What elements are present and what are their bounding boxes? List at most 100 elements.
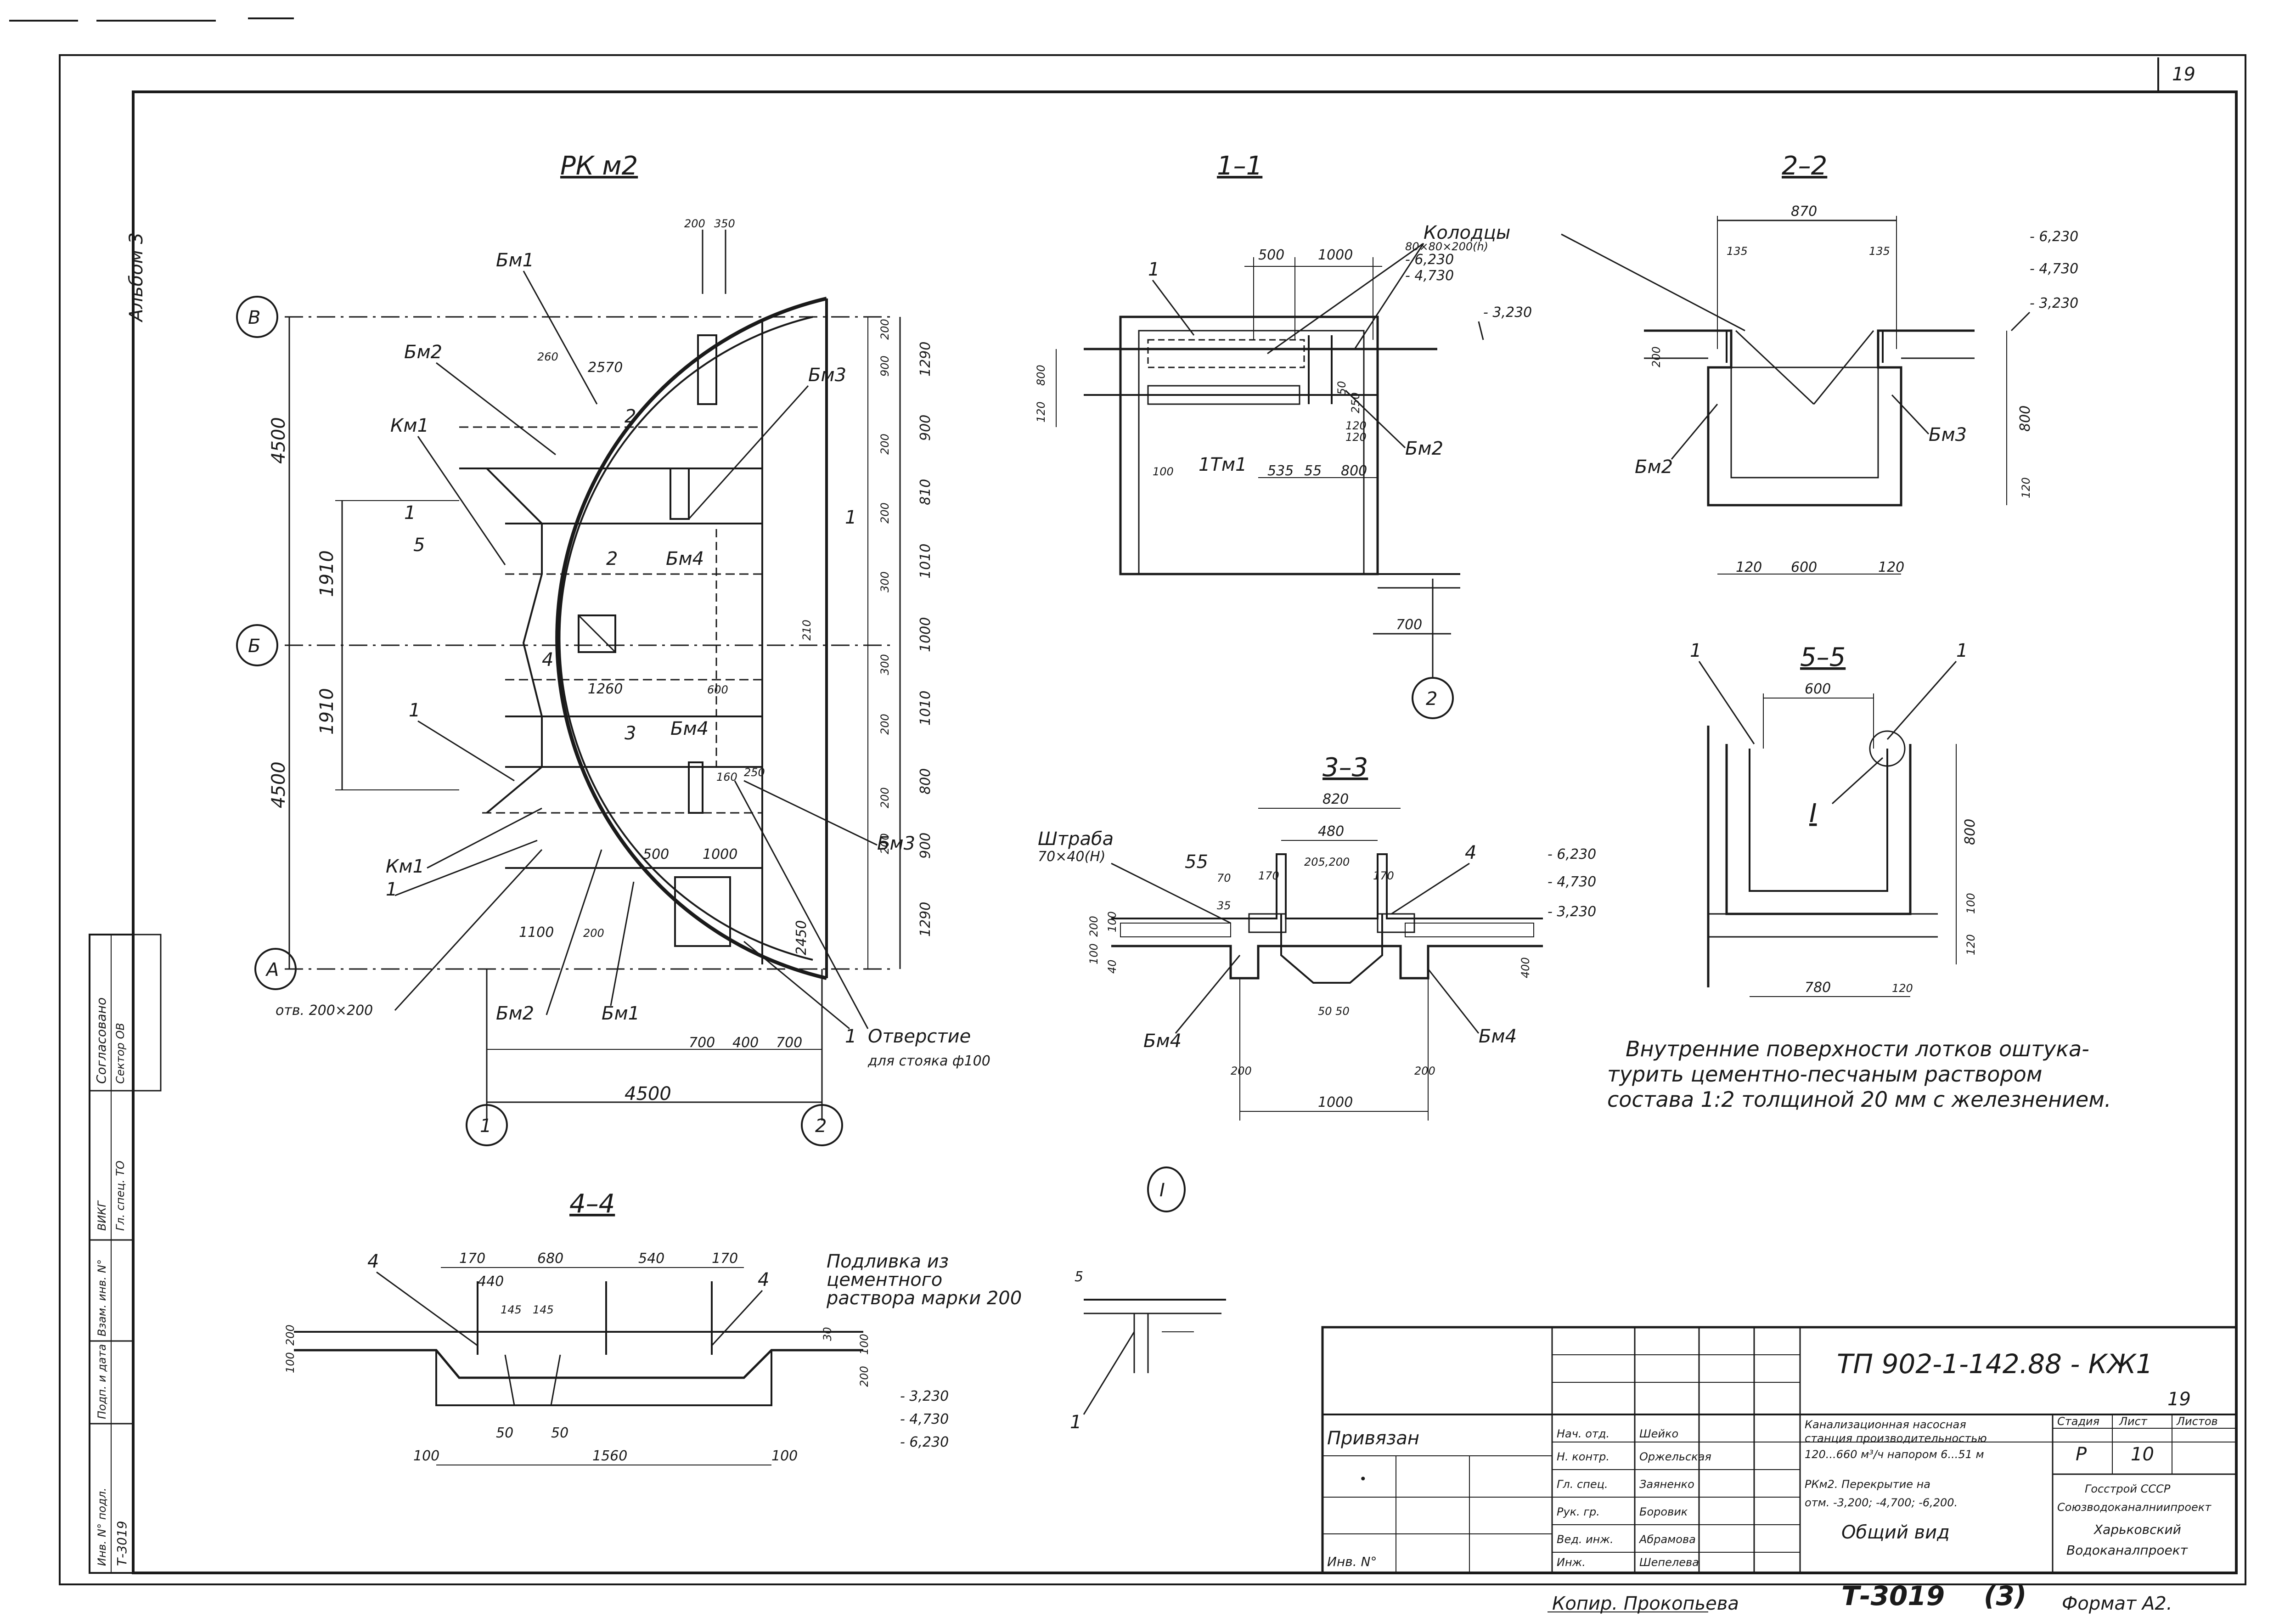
svg-text:- 3,230: - 3,230	[900, 1388, 949, 1404]
svg-text:300: 300	[878, 654, 891, 675]
section-5-5: 5–5 600 I 1 1 800 120 100 780 120	[1690, 640, 1978, 997]
label-opening-stand-2: для стояка ф100	[867, 1053, 990, 1069]
svg-text:350: 350	[714, 217, 735, 230]
svg-text:Сектор ОВ: Сектор ОВ	[114, 1023, 127, 1084]
svg-text:Н. контр.: Н. контр.	[1557, 1450, 1609, 1463]
svg-text:Т-3019: Т-3019	[114, 1521, 129, 1566]
svg-text:200: 200	[878, 833, 891, 854]
svg-text:100: 100	[413, 1448, 439, 1464]
sec33-label-bm4-left: Бм4	[1143, 1031, 1182, 1052]
svg-text:200: 200	[1087, 916, 1100, 937]
svg-text:400: 400	[1519, 957, 1532, 978]
sec33-title: 3–3	[1322, 753, 1368, 783]
svg-text:3: 3	[625, 723, 636, 744]
section-3-3: 3–3 820 480 205,200 170 170 50 50 55 70 …	[1038, 753, 1596, 1121]
svg-text:680: 680	[537, 1251, 563, 1267]
svg-text:55: 55	[1304, 463, 1322, 479]
footer-format: Формат А2.	[2062, 1593, 2172, 1614]
svg-text:- 4,730: - 4,730	[1405, 268, 1454, 284]
svg-text:200: 200	[878, 434, 891, 455]
svg-text:1000: 1000	[703, 846, 737, 862]
svg-text:40: 40	[1106, 959, 1119, 974]
svg-text:160: 160	[716, 771, 737, 783]
svg-text:5: 5	[1075, 1269, 1083, 1285]
svg-text:700: 700	[689, 1035, 715, 1051]
sec55-detail-mark: I	[1809, 799, 1817, 828]
sec11-label-bm2: Бм2	[1405, 438, 1443, 459]
svg-text:780: 780	[1805, 980, 1831, 996]
svg-text:Р: Р	[2076, 1444, 2087, 1465]
svg-text:800: 800	[1962, 819, 1978, 845]
svg-text:600: 600	[1791, 559, 1817, 575]
footer-doc-suffix: (3)	[1984, 1580, 2026, 1611]
svg-text:1: 1	[409, 700, 420, 721]
svg-text:120: 120	[1736, 559, 1762, 575]
label-opening: отв. 200×200	[276, 1003, 373, 1019]
label-bm2-top: Бм2	[404, 342, 442, 363]
svg-text:145: 145	[533, 1303, 554, 1316]
svg-text:1: 1	[1956, 640, 1968, 661]
section-4-4: 4–4 170 680 540 170 440 145 145 50 50 10…	[284, 1189, 1022, 1465]
svg-text:135: 135	[1727, 245, 1748, 258]
svg-text:120: 120	[1345, 419, 1367, 432]
svg-text:Рук. гр.: Рук. гр.	[1557, 1505, 1600, 1518]
svg-text:145: 145	[501, 1303, 522, 1316]
svg-text:Союзводоканалниипроект: Союзводоканалниипроект	[2057, 1501, 2212, 1514]
svg-text:170: 170	[459, 1251, 485, 1267]
svg-text:100: 100	[858, 1334, 871, 1355]
svg-text:800: 800	[1035, 365, 1047, 386]
svg-text:810: 810	[917, 479, 934, 505]
svg-text:200: 200	[878, 787, 891, 808]
svg-text:500: 500	[1258, 247, 1284, 263]
svg-text:800: 800	[917, 768, 934, 794]
svg-text:120: 120	[1345, 431, 1367, 444]
svg-text:Шейко: Шейко	[1639, 1427, 1678, 1440]
note-line-1: Внутренние поверхности лотков оштука-	[1626, 1037, 2089, 1061]
svg-text:1000: 1000	[1318, 247, 1353, 263]
svg-text:2570: 2570	[588, 360, 623, 376]
svg-text:120: 120	[1878, 559, 1904, 575]
axis-2: 2	[815, 1116, 827, 1137]
svg-text:- 6,230: - 6,230	[900, 1434, 949, 1450]
note-line-3: состава 1:2 толщиной 20 мм с железнением…	[1607, 1087, 2111, 1112]
svg-text:1: 1	[1070, 1412, 1081, 1433]
svg-text:900: 900	[878, 355, 891, 377]
sec22-title: 2–2	[1782, 151, 1827, 181]
svg-text:Оржельская: Оржельская	[1639, 1450, 1711, 1463]
album-label: Альбом 3	[126, 232, 147, 323]
svg-text:100: 100	[1153, 465, 1174, 478]
svg-text:Листов: Листов	[2176, 1415, 2218, 1428]
svg-text:1290: 1290	[917, 902, 934, 937]
svg-text:отм. -3,200; -4,700; -6,200.: отм. -3,200; -4,700; -6,200.	[1805, 1496, 1958, 1509]
svg-text:100: 100	[771, 1448, 798, 1464]
svg-text:250: 250	[744, 766, 765, 779]
svg-text:- 3,230: - 3,230	[2030, 295, 2078, 311]
svg-text:600: 600	[1805, 681, 1831, 697]
svg-text:- 4,730: - 4,730	[1548, 874, 1596, 890]
svg-text:120: 120	[1892, 982, 1913, 995]
svg-text:100: 100	[1964, 893, 1977, 914]
dim-1910-bottom: 1910	[316, 688, 338, 735]
svg-text:4: 4	[758, 1269, 769, 1290]
footer-doc-code: Т-3019	[1841, 1580, 1945, 1611]
svg-text:Взам. инв. N°: Взам. инв. N°	[96, 1259, 108, 1336]
dim-4500-horizontal: 4500	[625, 1083, 671, 1104]
svg-text:600: 600	[707, 683, 728, 696]
svg-text:200: 200	[284, 1324, 297, 1346]
label-opening-stand-1: Отверстие	[868, 1026, 971, 1047]
svg-text:50: 50	[1335, 381, 1348, 395]
section-2-2: 2–2 870 135 135 200 800 120 120 600 120 …	[1635, 151, 2078, 575]
svg-text:Абрамова: Абрамова	[1638, 1533, 1696, 1546]
svg-text:Шепелева: Шепелева	[1639, 1556, 1699, 1569]
svg-text:820: 820	[1322, 791, 1349, 807]
svg-text:Общий вид: Общий вид	[1841, 1522, 1950, 1543]
svg-text:535: 535	[1267, 463, 1294, 479]
svg-text:1000: 1000	[1318, 1094, 1353, 1110]
svg-text:100: 100	[284, 1352, 297, 1373]
svg-text:1: 1	[1690, 640, 1701, 661]
svg-text:120: 120	[1035, 401, 1047, 423]
inner-frame	[132, 90, 2238, 1574]
svg-text:170: 170	[1373, 869, 1394, 882]
svg-text:2450: 2450	[793, 920, 810, 955]
label-bm3-bot: Бм3	[877, 833, 915, 854]
